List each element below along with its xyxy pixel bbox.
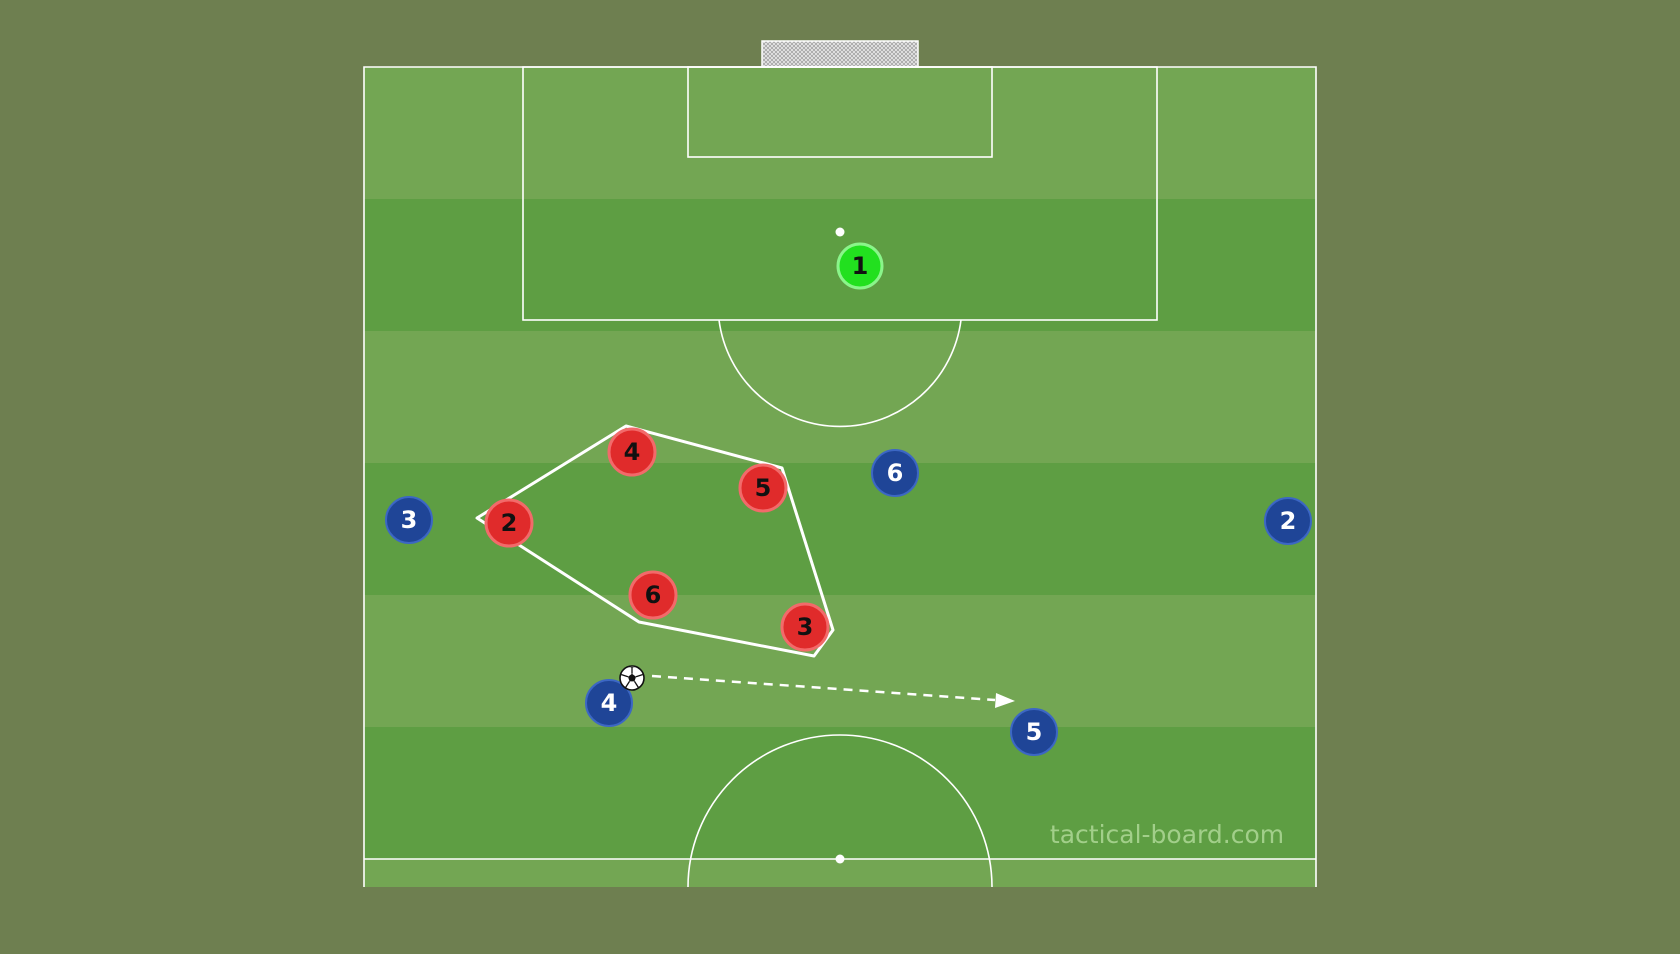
blue-player[interactable]: 6 [871, 449, 919, 497]
blue-player-disc [871, 449, 919, 497]
red-player[interactable]: 5 [738, 463, 788, 513]
red-player-disc [607, 427, 657, 477]
goalkeeper[interactable]: 1 [836, 242, 884, 290]
red-player-number: 4 [624, 438, 641, 466]
pass-arrow [651, 674, 1015, 708]
arrowhead-icon [995, 693, 1015, 708]
blue-player-disc [585, 679, 633, 727]
red-player[interactable]: 6 [628, 570, 678, 620]
red-player-number: 5 [755, 474, 772, 502]
red-player[interactable]: 3 [780, 602, 830, 652]
blue-player-number: 2 [1280, 507, 1297, 535]
pitch-stripe [364, 67, 1316, 199]
center-circle [687, 734, 993, 888]
pitch-stripe [364, 727, 1316, 859]
goal-net [761, 40, 919, 68]
red-player-number: 3 [797, 613, 814, 641]
blue-player-number: 6 [887, 459, 904, 487]
red-player[interactable]: 4 [607, 427, 657, 477]
blue-player-disc [385, 496, 433, 544]
red-player-disc [484, 498, 534, 548]
red-player-disc [628, 570, 678, 620]
red-player-disc [780, 602, 830, 652]
pitch [364, 67, 1316, 887]
pressing-shape [475, 424, 835, 658]
pitch-stripe [364, 595, 1316, 727]
blue-player-number: 5 [1026, 718, 1043, 746]
center-spot [835, 854, 845, 864]
blue-player[interactable]: 4 [585, 679, 633, 727]
penalty-arc [718, 319, 962, 428]
goalkeeper-disc [836, 242, 884, 290]
penalty-spot [835, 227, 845, 237]
blue-player-number: 4 [601, 689, 618, 717]
blue-player-disc [1264, 497, 1312, 545]
goalkeeper-number: 1 [852, 252, 869, 280]
pitch-stripe [364, 331, 1316, 463]
red-player-number: 6 [645, 581, 662, 609]
red-player[interactable]: 2 [484, 498, 534, 548]
pitch-stripe [364, 859, 1316, 887]
soccer-ball-icon[interactable] [619, 665, 645, 691]
red-player-number: 2 [501, 509, 518, 537]
pitch-markings [363, 40, 1317, 888]
blue-player[interactable]: 2 [1264, 497, 1312, 545]
blue-player-disc [1010, 708, 1058, 756]
watermark: tactical-board.com [1050, 820, 1284, 849]
goal-area [687, 66, 993, 158]
blue-player-number: 3 [401, 506, 418, 534]
blue-player[interactable]: 5 [1010, 708, 1058, 756]
red-player-disc [738, 463, 788, 513]
blue-player[interactable]: 3 [385, 496, 433, 544]
